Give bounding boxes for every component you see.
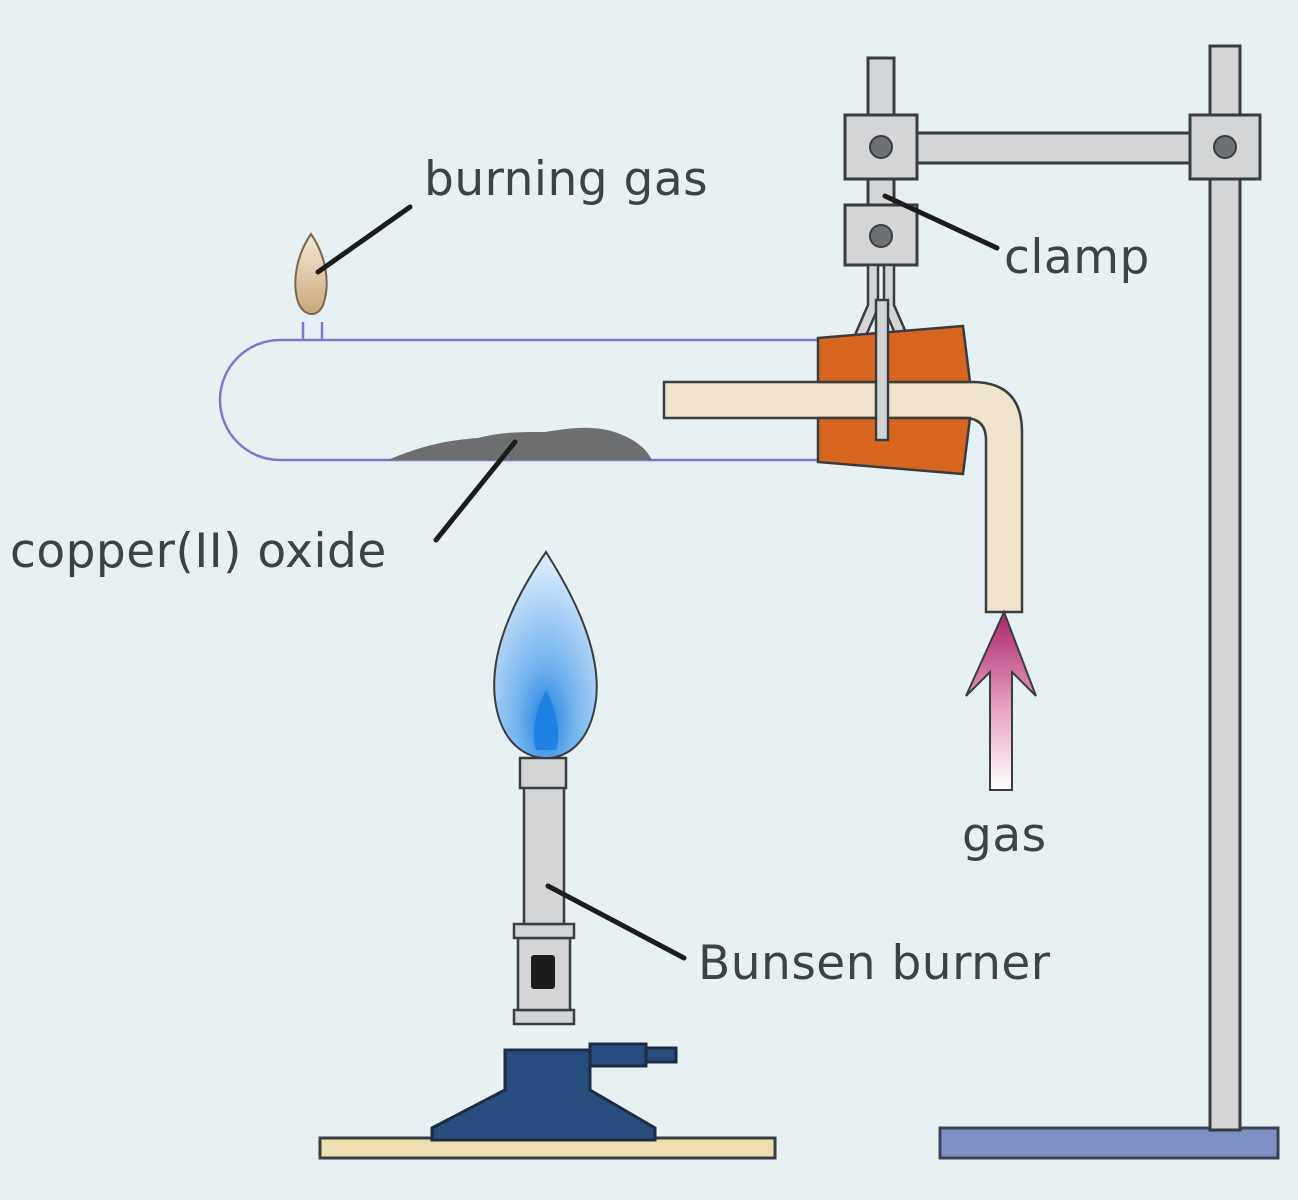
- burner-base: [430, 1048, 657, 1142]
- tube-outline: [218, 338, 860, 462]
- bunsen-flame: [493, 550, 598, 760]
- clamp: [843, 203, 919, 340]
- delivery-tube: [662, 380, 1024, 614]
- retort-stand: [843, 44, 1280, 1160]
- delivery-tube-body: [662, 380, 1024, 614]
- gas-arrow-shape: [965, 609, 1037, 791]
- inner-flame-cone: [533, 690, 559, 750]
- bung: [816, 324, 972, 476]
- burning-gas-pointer: [315, 204, 413, 275]
- clamp-pointer: [882, 193, 1000, 251]
- stand-base: [938, 1126, 1280, 1160]
- boss-screw-left: [869, 135, 893, 159]
- clamp-finger: [874, 298, 890, 442]
- label-pointers: [315, 193, 1000, 961]
- gas-inlet-nozzle: [644, 1046, 678, 1064]
- air-hole: [531, 955, 555, 989]
- clamp-label: clamp: [1004, 230, 1150, 285]
- clamp-rod-top: [866, 56, 896, 122]
- bunsen-burner-label: Bunsen burner: [698, 936, 1051, 991]
- bunsen-burner: [318, 550, 777, 1160]
- burner-barrel: [522, 784, 566, 926]
- bung-bottom: [816, 416, 972, 476]
- collar-upper: [512, 922, 576, 940]
- copper-oxide-pointer: [433, 439, 518, 543]
- tube-jet: [301, 322, 324, 340]
- gas-label: gas: [962, 808, 1047, 863]
- burner-top: [518, 756, 568, 790]
- bung-top: [816, 324, 972, 384]
- stand-rod: [1208, 44, 1242, 1132]
- copper-oxide-powder: [388, 427, 652, 460]
- copper-oxide-label: copper(II) oxide: [10, 524, 387, 579]
- boss-screw-right: [1213, 135, 1237, 159]
- burning-gas-flame: [294, 232, 328, 315]
- gas-arrow: [965, 609, 1037, 791]
- boss-arm: [913, 131, 1195, 165]
- bunsen-burner-pointer: [545, 883, 687, 961]
- test-tube: [218, 322, 860, 462]
- clamp-screw: [869, 224, 893, 248]
- gas-inlet: [588, 1042, 648, 1068]
- burning-gas-label: burning gas: [424, 152, 709, 207]
- collar-lower: [512, 1008, 576, 1026]
